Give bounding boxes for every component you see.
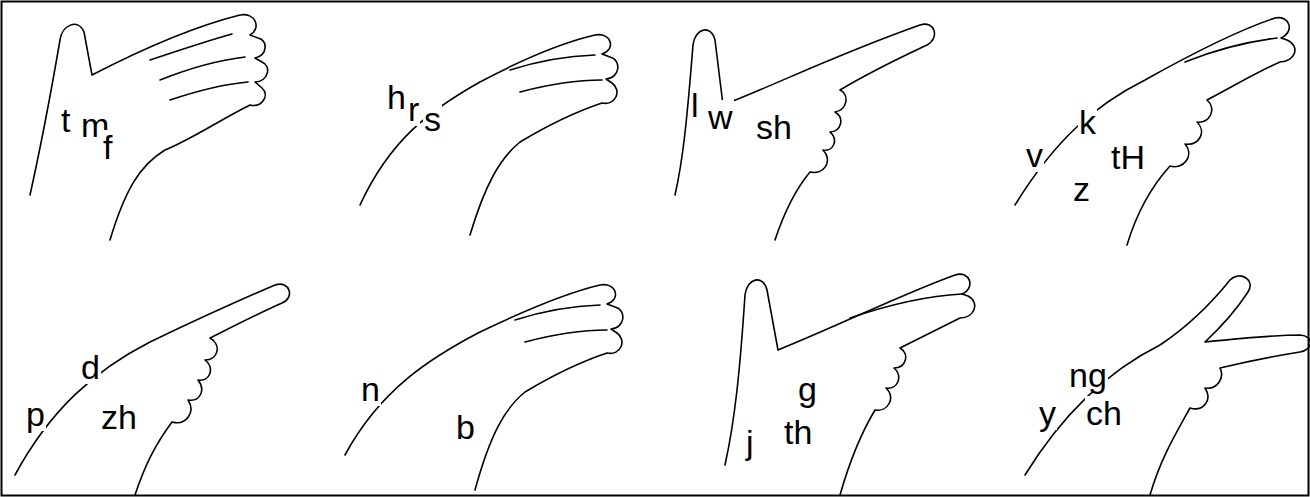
phoneme-label: tH [1110,140,1146,174]
phoneme-label: t [60,103,71,137]
phoneme-label: ng [1068,358,1108,392]
phoneme-label: ch [1085,396,1123,430]
phoneme-label: s [423,102,442,136]
phoneme-label: f [102,130,113,164]
phoneme-label: p [25,397,46,431]
phoneme-label: sh [755,110,793,144]
hand-drawing [30,15,268,240]
hand-drawing [15,284,289,495]
phoneme-label: g [797,372,818,406]
phoneme-label: k [1078,105,1097,139]
phoneme-label: th [783,415,813,449]
phoneme-label: v [1025,138,1044,172]
phoneme-label: d [80,350,101,384]
phoneme-label: z [1072,172,1091,206]
hand-drawing [675,24,934,240]
phoneme-label: n [360,372,381,406]
hand-drawing [1025,276,1310,495]
phoneme-label: y [1038,396,1057,430]
phoneme-label: w [707,100,734,134]
phoneme-label: j [745,425,755,459]
phoneme-label: r [407,92,420,126]
phoneme-label: zh [100,400,138,434]
phoneme-label: h [386,80,407,114]
hand-drawing [360,35,618,235]
hand-drawing [725,274,975,495]
phoneme-label: l [690,88,700,122]
phoneme-label: b [455,410,476,444]
hand-drawing [345,285,623,490]
hand-drawing [1015,18,1295,245]
